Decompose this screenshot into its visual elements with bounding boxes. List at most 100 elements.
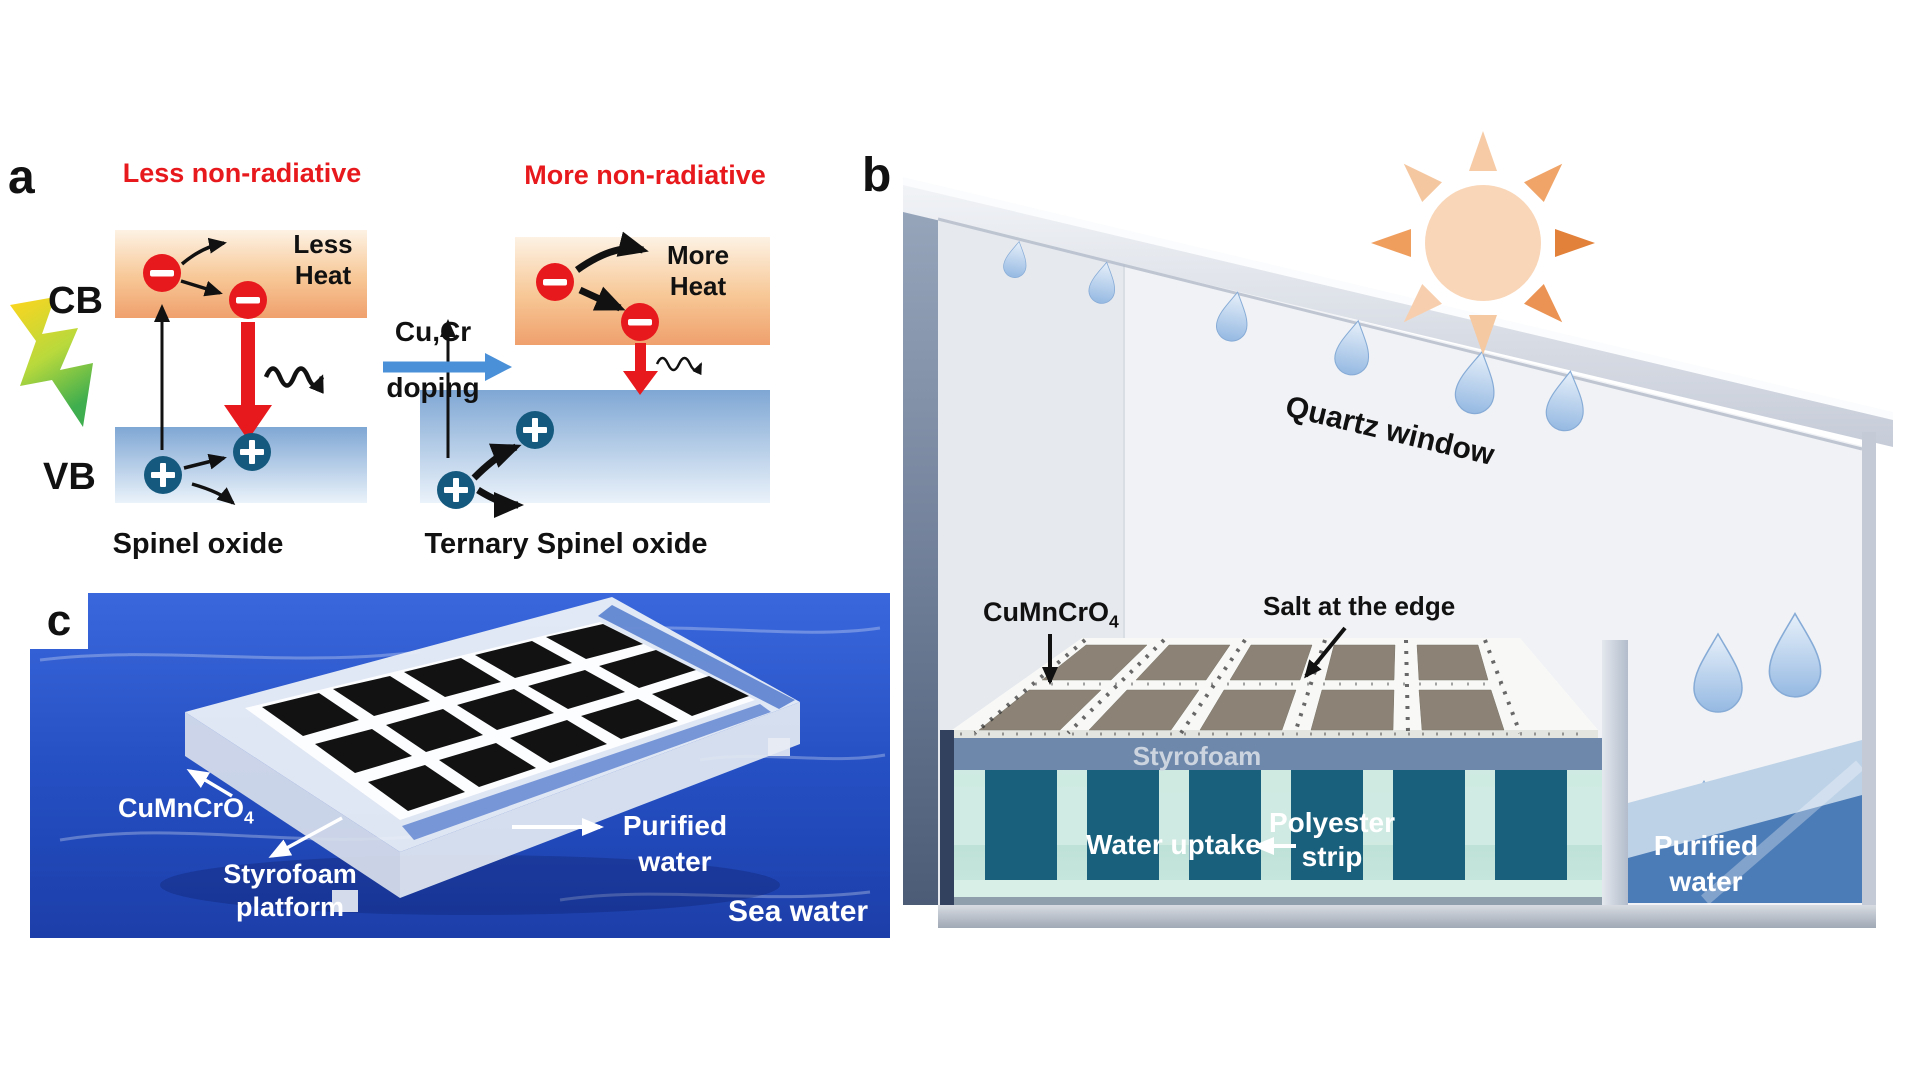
tank-bottom-band bbox=[952, 880, 1602, 897]
panel-b-graphics bbox=[903, 131, 1893, 928]
absorber-tile bbox=[1135, 644, 1231, 681]
tray-foot bbox=[768, 738, 790, 756]
quartz-window-slab bbox=[903, 180, 1893, 447]
title-less-nonradiative: Less non-radiative bbox=[122, 158, 362, 188]
absorber-label-c: CuMnCrO4 bbox=[118, 793, 254, 828]
caption-ternary-spinel-oxide: Ternary Spinel oxide bbox=[424, 528, 708, 560]
panel-c-label-box: c bbox=[30, 593, 88, 649]
evaporator-platform-edge bbox=[952, 730, 1598, 738]
hole-transfer-arrow bbox=[183, 453, 227, 470]
more-heat-line1: More bbox=[666, 240, 730, 270]
platform-line2: platform bbox=[236, 892, 344, 922]
electron-icon bbox=[143, 254, 267, 319]
tray-foot bbox=[332, 890, 358, 912]
absorber-tile bbox=[1310, 689, 1395, 731]
absorber-formula: CuMnCrO bbox=[118, 793, 244, 823]
tank-front-edge bbox=[952, 897, 1602, 907]
tank-left-edge bbox=[940, 730, 954, 907]
basin-water-deep bbox=[1628, 795, 1862, 903]
caption-spinel-oxide: Spinel oxide bbox=[112, 528, 284, 560]
absorber-subscript: 4 bbox=[1108, 611, 1119, 632]
styrofoam-platform-label: Styrofoam platform bbox=[208, 858, 372, 924]
tray-front-right-face bbox=[400, 702, 800, 898]
absorber-tile bbox=[475, 641, 572, 678]
salt-pointer-arrow bbox=[1304, 626, 1347, 679]
absorber-tile bbox=[315, 729, 412, 773]
absorber-tile-grid bbox=[262, 624, 749, 811]
less-heat-line2: Heat bbox=[294, 260, 352, 290]
panel-c-graphics bbox=[30, 593, 890, 938]
electron-scatter-arrow-bold bbox=[574, 231, 649, 273]
tray-front-left-face bbox=[185, 712, 400, 898]
purified-water-label-b: Purified water bbox=[1628, 828, 1784, 900]
more-heat-line2: Heat bbox=[669, 271, 727, 301]
absorber-label-b: CuMnCrO4 bbox=[983, 597, 1119, 632]
styrofoam-label-b: Styrofoam bbox=[1132, 741, 1262, 771]
absorber-tile bbox=[581, 699, 678, 739]
absorber-tile bbox=[1418, 689, 1505, 731]
hole-scatter-arrow-bold bbox=[471, 443, 522, 481]
left-wall bbox=[903, 211, 938, 905]
absorber-tile bbox=[1199, 689, 1297, 731]
electron-icon bbox=[536, 263, 659, 341]
photon-squiggle-left bbox=[263, 366, 325, 394]
doping-label-top: Cu,Cr bbox=[394, 316, 472, 347]
purified-line1: Purified bbox=[1653, 830, 1759, 861]
polyester-strips bbox=[985, 770, 1567, 880]
electron-transfer-arrow-bold bbox=[578, 286, 626, 312]
absorber-tile bbox=[386, 709, 483, 752]
polyester-line1: Polyester bbox=[1268, 807, 1396, 838]
water-channel-front bbox=[402, 704, 771, 840]
absorber-tile bbox=[1416, 644, 1489, 681]
platform-pointer-arrow bbox=[268, 816, 343, 858]
doping-arrow bbox=[383, 353, 512, 381]
sea-water-label: Sea water bbox=[728, 895, 869, 928]
absorber-tile bbox=[1229, 644, 1313, 681]
absorber-formula: CuMnCrO bbox=[983, 597, 1109, 627]
styrofoam-slab bbox=[952, 738, 1602, 770]
purified-line2: water bbox=[638, 846, 712, 877]
absorber-tile bbox=[333, 676, 430, 716]
sun-icon bbox=[1371, 131, 1595, 355]
hole-scatter-arrow bbox=[191, 482, 236, 505]
absorber-subscript: 4 bbox=[243, 807, 254, 828]
platform-line1: Styrofoam bbox=[223, 859, 357, 889]
quartz-window-rim bbox=[903, 177, 1893, 420]
absorber-tile bbox=[439, 743, 536, 787]
photon-squiggle-right bbox=[655, 356, 703, 376]
absorber-tile bbox=[978, 689, 1102, 731]
water-channel-right bbox=[598, 605, 795, 709]
absorber-tile bbox=[528, 670, 625, 709]
absorber-tile bbox=[368, 765, 465, 811]
vb-band-right bbox=[420, 390, 770, 503]
panel-c-label: c bbox=[46, 596, 72, 645]
absorber-tile-grid bbox=[978, 644, 1505, 731]
water-uptake-label: Water uptake bbox=[1086, 829, 1261, 860]
absorber-tile bbox=[652, 676, 749, 716]
salt-label: Salt at the edge bbox=[1263, 591, 1456, 621]
absorber-tile bbox=[1088, 689, 1200, 731]
less-heat-label: Less Heat bbox=[281, 229, 365, 291]
hole-transfer-arrow-bold bbox=[476, 487, 524, 518]
right-wall-edge bbox=[1862, 432, 1876, 905]
absorber-tile bbox=[404, 658, 501, 697]
hole-icon bbox=[437, 411, 554, 509]
divider-wall bbox=[1602, 640, 1628, 905]
absorber-tile bbox=[262, 693, 359, 736]
radiative-arrow-right bbox=[623, 343, 658, 395]
cb-label: CB bbox=[48, 280, 103, 322]
lightning-bolt-icon bbox=[10, 297, 93, 427]
base-slab bbox=[938, 905, 1876, 928]
purified-water-label-c: Purified water bbox=[608, 808, 742, 880]
tank-light-stripes bbox=[952, 770, 1602, 845]
purified-line2: water bbox=[1669, 866, 1743, 897]
electron-scatter-arrow bbox=[180, 237, 227, 266]
salt-speckles bbox=[960, 638, 1590, 736]
absorber-tile bbox=[599, 650, 696, 688]
electron-transfer-arrow bbox=[180, 279, 223, 297]
radiative-arrow-left bbox=[224, 322, 272, 440]
panel-a-label: a bbox=[8, 151, 35, 204]
doping-label-bottom: doping bbox=[386, 372, 480, 403]
absorber-tile bbox=[510, 720, 607, 763]
